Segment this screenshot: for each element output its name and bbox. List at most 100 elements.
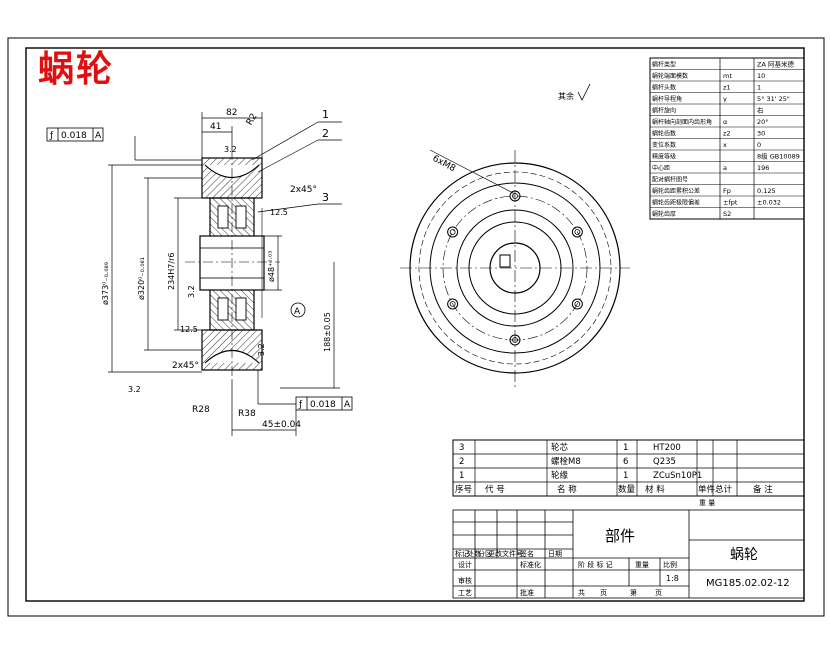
parts-cell-no: 3 xyxy=(459,443,464,453)
dim-45: 45±0.04 xyxy=(262,420,301,430)
parts-cell-qty: 6 xyxy=(623,457,628,467)
spec-row-symbol: x xyxy=(723,141,727,149)
svg-text:标准化: 标准化 xyxy=(520,560,541,569)
spec-row-value: 5° 31' 25" xyxy=(757,95,790,103)
spec-row-value: 右 xyxy=(757,106,764,115)
bolt-hole xyxy=(447,226,459,238)
dim-r2: R2 xyxy=(245,112,260,127)
spec-row-symbol: mt xyxy=(723,72,732,80)
spec-row-value: ±0.032 xyxy=(757,199,781,207)
dimension-lines xyxy=(108,112,342,436)
parts-cell-material: Q235 xyxy=(653,457,676,467)
svg-text:审核: 审核 xyxy=(458,576,472,585)
parts-cell-name: 轮芯 xyxy=(551,442,569,453)
svg-text:ƒ: ƒ xyxy=(49,131,54,141)
parts-header-weight: 重 量 xyxy=(699,499,715,507)
front-view xyxy=(400,150,630,388)
balloon-2: 2 xyxy=(322,127,329,140)
dim-dia-root: ø320⁰₋₀.₀₈₁ xyxy=(137,257,146,300)
svg-text:阶 段 标 记: 阶 段 标 记 xyxy=(578,560,613,569)
dim-r38: R38 xyxy=(238,409,256,419)
dim-r28: R28 xyxy=(192,405,210,415)
spec-row-name: 蜗轮齿距累积公差 xyxy=(652,187,700,195)
svg-text:ƒ: ƒ xyxy=(298,400,303,410)
inner-border xyxy=(25,47,805,602)
spec-row-symbol: ±fpt xyxy=(723,199,738,207)
datum-a-label: A xyxy=(294,307,301,317)
parts-cell-qty: 1 xyxy=(623,443,628,453)
title-block-text: 标记 处数 分区 更改文件号 签名 日期 设计 标准化 审核 工艺 批准 阶 段… xyxy=(455,549,677,597)
svg-text:比例: 比例 xyxy=(663,560,677,569)
roughness-other-label: 其余 xyxy=(558,91,574,101)
roughness-other-symbol xyxy=(577,83,591,101)
rough-12-5-bottom: 12.5 xyxy=(180,325,198,334)
drawing-code: MG185.02.02-12 xyxy=(706,578,790,589)
spec-row-name: 蜗轮齿距极限偏差 xyxy=(652,199,700,207)
svg-text:处数: 处数 xyxy=(467,549,481,558)
rough-right: 3.2 xyxy=(257,343,266,356)
dim-chamfer-top: 2x45° xyxy=(290,185,317,195)
svg-text:第: 第 xyxy=(630,588,637,597)
parts-cell-qty: 1 xyxy=(623,471,628,481)
title-block xyxy=(452,509,805,599)
dim-chamfer-bottom: 2x45° xyxy=(172,361,199,371)
spec-row-value: 10 xyxy=(757,72,765,80)
svg-text:重量: 重量 xyxy=(635,561,649,569)
svg-text:批准: 批准 xyxy=(520,588,534,597)
svg-text:A: A xyxy=(344,400,351,410)
svg-text:0.018: 0.018 xyxy=(310,400,336,410)
spec-row-name: 蜗轮端面模数 xyxy=(652,72,688,80)
parts-cell-name: 轮缘 xyxy=(551,470,569,481)
spec-row-symbol: γ xyxy=(723,95,727,103)
bolt-hole xyxy=(571,226,583,238)
dim-dia-outer: ø373⁰₋₀.₀₈₉ xyxy=(101,262,110,305)
spec-row-value: ZA 阿基米德 xyxy=(757,60,794,69)
svg-text:工艺: 工艺 xyxy=(458,589,472,597)
rough-top: 3.2 xyxy=(224,145,237,154)
parts-header-name: 名 称 xyxy=(557,484,577,495)
svg-text:共: 共 xyxy=(578,588,585,597)
parts-header-material: 材 料 xyxy=(645,484,665,495)
bolt-holes xyxy=(447,190,583,346)
balloon-3: 3 xyxy=(322,191,329,204)
spec-row-symbol: α xyxy=(723,118,727,126)
rough-12-5-top: 12.5 xyxy=(270,208,288,217)
holes-leader xyxy=(429,149,516,195)
spec-row-name: 蜗轮齿厚 xyxy=(652,210,676,218)
parts-cell-name: 螺栓M8 xyxy=(551,456,581,467)
svg-text:分区: 分区 xyxy=(478,549,492,558)
bolt-hole xyxy=(571,298,583,310)
drawing-name: 蜗轮 xyxy=(730,547,758,563)
component-label: 部件 xyxy=(605,527,635,545)
dim-dia-hub: ø48⁺⁰·⁰³ xyxy=(267,251,276,282)
spec-row-name: 精度等级 xyxy=(652,153,676,161)
drawing-title: 蜗轮 xyxy=(38,48,115,90)
spec-row-name: 配对蜗杆图号 xyxy=(652,176,688,184)
parts-header-qty: 数量 xyxy=(618,484,636,495)
svg-text:0.018: 0.018 xyxy=(61,131,87,141)
parts-header-unit: 单件 xyxy=(698,484,716,495)
parts-cell-material: ZCuSn10P1 xyxy=(653,471,702,481)
spec-row-name: 蜗杆头数 xyxy=(652,84,676,92)
spec-row-name: 蜗轮齿数 xyxy=(652,130,676,138)
parts-cell-no: 1 xyxy=(459,471,464,481)
spec-row-value: 1 xyxy=(757,84,761,92)
spec-row-name: 蜗杆旋向 xyxy=(652,107,676,115)
spec-row-symbol: S2 xyxy=(723,210,731,218)
spec-row-symbol: z1 xyxy=(723,84,731,92)
svg-text:设计: 设计 xyxy=(458,560,472,569)
spec-row-name: 蜗杆导程角 xyxy=(652,95,682,103)
spec-row-value: 8级 GB10089 xyxy=(757,152,800,161)
datum-a-circle xyxy=(290,302,306,318)
tolerance-frame-bottom: ƒ 0.018 A xyxy=(295,396,353,411)
tolerance-frame-top: ƒ 0.018 A xyxy=(46,127,104,142)
spec-row-name: 变位系数 xyxy=(652,141,676,149)
dim-dia-bore: 234H7/r6 xyxy=(167,253,176,290)
parts-header-no: 序号 xyxy=(455,484,472,495)
bolt-hole xyxy=(509,334,521,346)
svg-text:标记: 标记 xyxy=(455,549,469,558)
svg-text:签名: 签名 xyxy=(520,549,534,558)
balloon-1: 1 xyxy=(322,108,329,121)
